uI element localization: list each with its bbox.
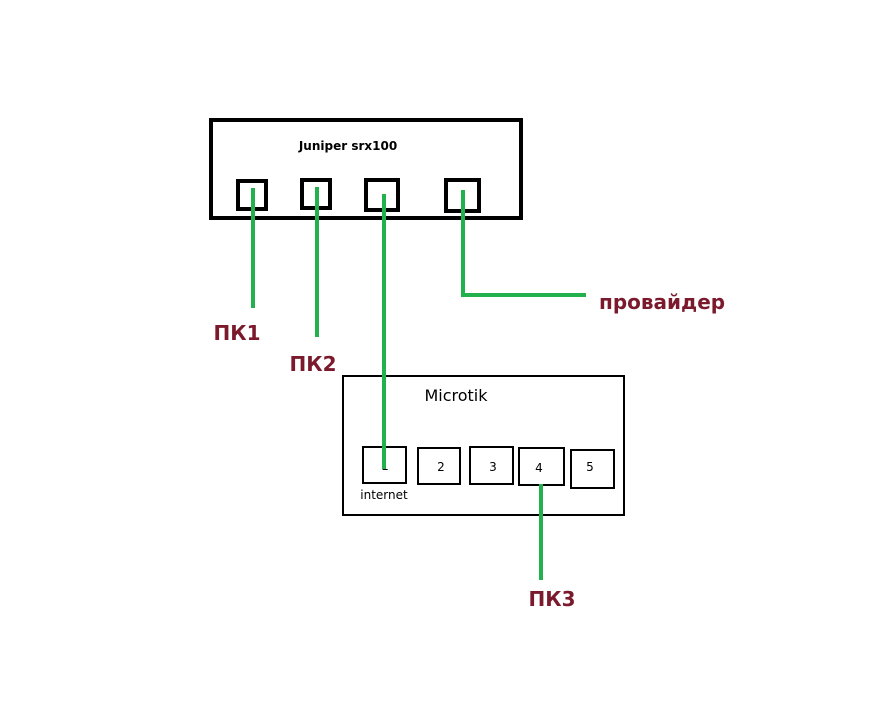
microtik-port-2-label: 2 xyxy=(437,460,445,474)
label-pc2: ПК2 xyxy=(289,352,336,376)
microtik-port-5 xyxy=(570,449,615,489)
label-pc1: ПК1 xyxy=(213,321,260,345)
microtik-switch: Microtik 1 internet 2 3 4 5 xyxy=(342,375,625,516)
microtik-port-5-label: 5 xyxy=(586,460,594,474)
cable-provider xyxy=(461,190,586,297)
cables xyxy=(251,187,586,580)
microtik-port-4 xyxy=(518,447,565,486)
microtik-switch-body xyxy=(342,375,625,516)
microtik-switch-title: Microtik xyxy=(424,386,488,405)
microtik-port-3 xyxy=(469,446,514,485)
microtik-port-3-label: 3 xyxy=(489,460,497,474)
endpoint-labels: ПК1 ПК2 ПК3 провайдер xyxy=(213,290,725,611)
juniper-router-title: Juniper srx100 xyxy=(298,139,397,153)
microtik-port-2 xyxy=(417,447,461,485)
microtik-port-1-caption: internet xyxy=(360,488,408,502)
juniper-router: Juniper srx100 xyxy=(209,118,523,220)
label-provider: провайдер xyxy=(599,290,725,314)
microtik-port-4-label: 4 xyxy=(535,461,543,475)
label-pc3: ПК3 xyxy=(528,587,575,611)
